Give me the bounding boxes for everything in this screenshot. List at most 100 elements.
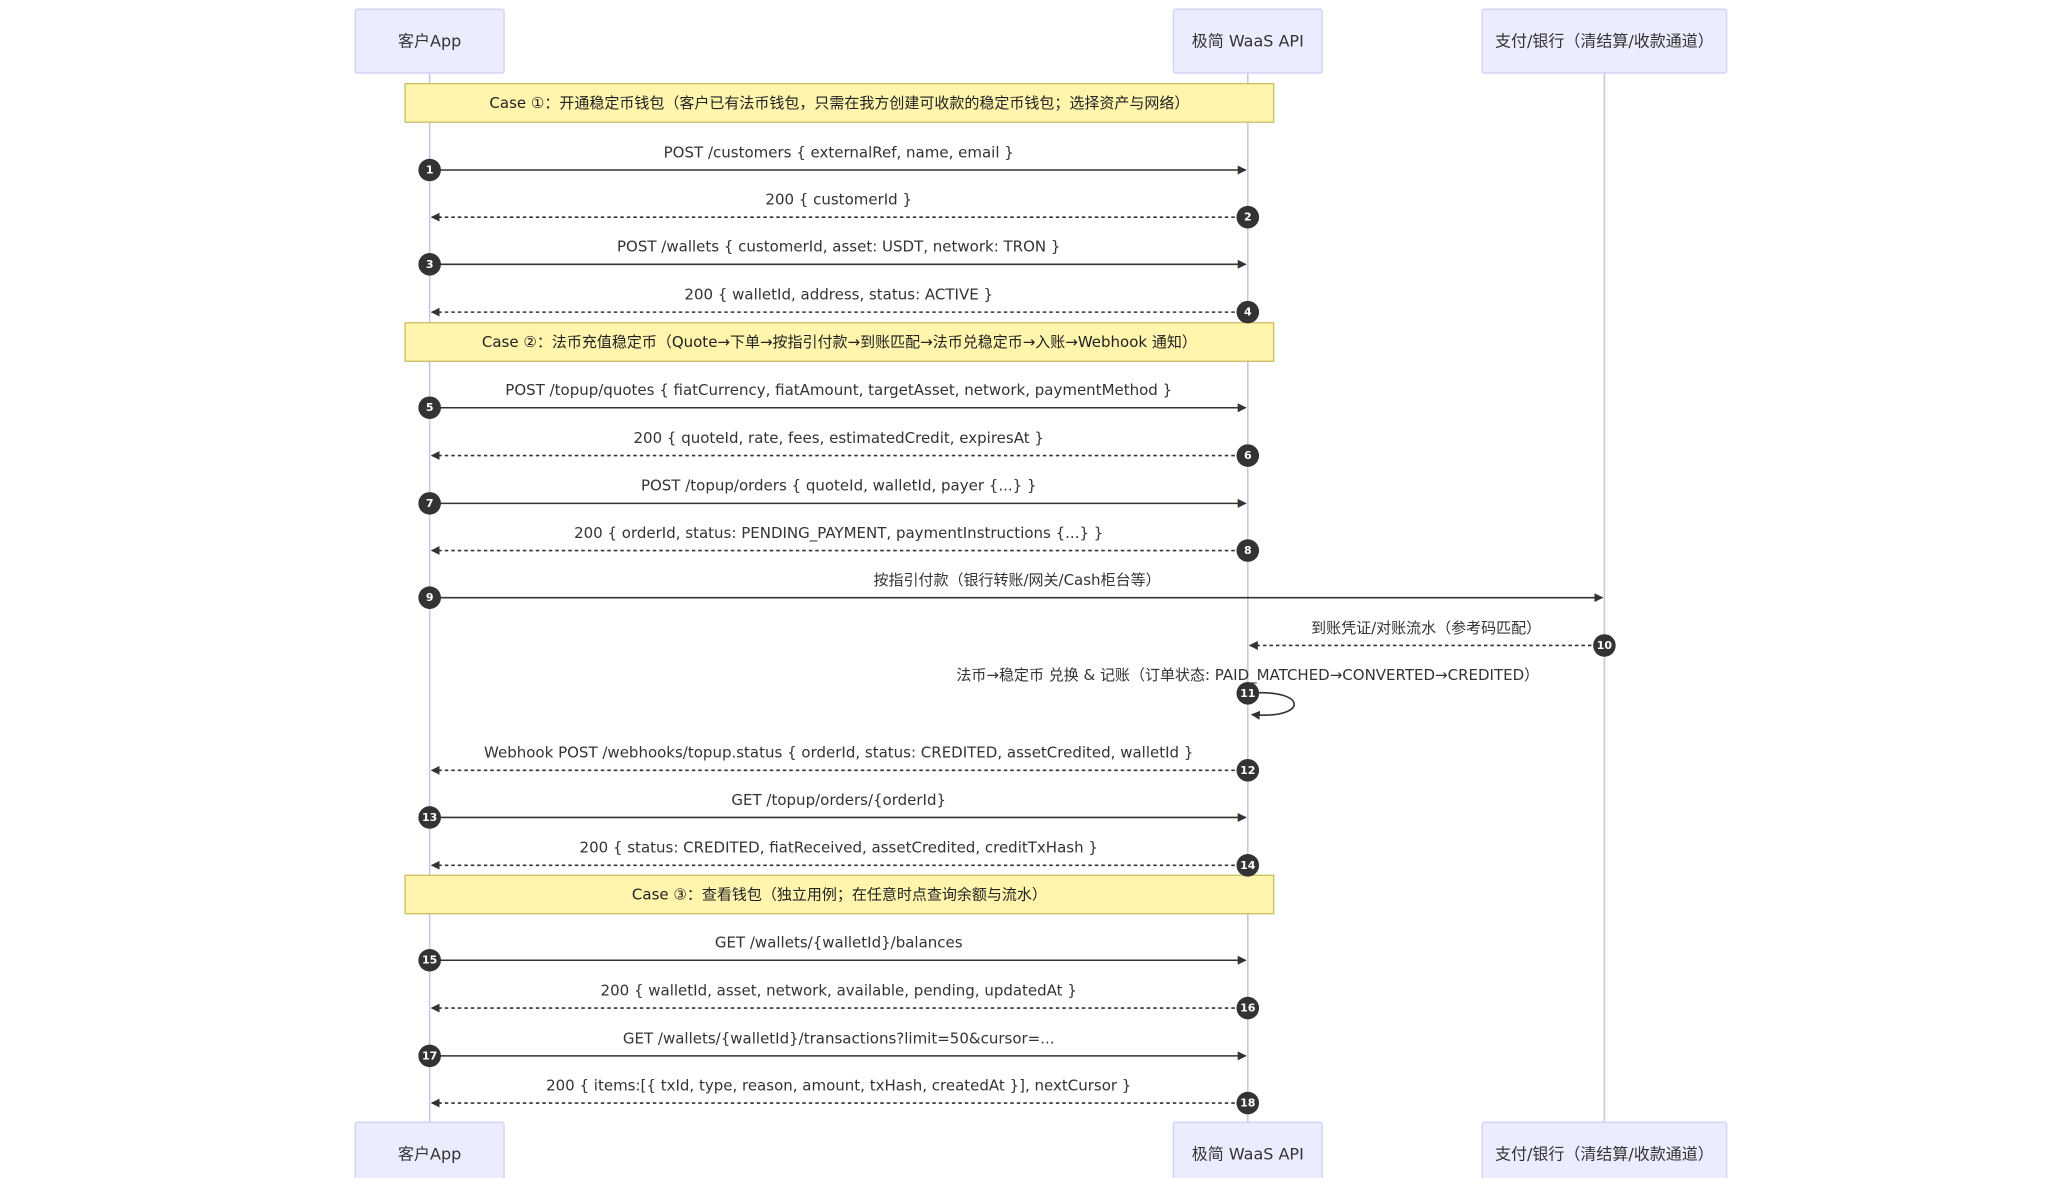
message-6: 200 { quoteId, rate, fees, estimatedCred… <box>430 429 1260 467</box>
message-3: POST /wallets { customerId, asset: USDT,… <box>418 238 1247 276</box>
sequence-number: 8 <box>1244 544 1252 557</box>
note-box <box>404 322 1275 362</box>
sequence-number: 12 <box>1240 764 1255 777</box>
sequence-number: 10 <box>1597 639 1613 652</box>
message-9: 按指引付款（银行转账/网关/Cash柜台等） 9 <box>418 571 1604 609</box>
actor-app-bottom: 客户App <box>354 1121 505 1178</box>
sequence-number-badge <box>1236 996 1260 1020</box>
sequence-number-badge <box>1236 300 1260 324</box>
sequence-number: 6 <box>1244 449 1252 462</box>
sequence-number: 3 <box>426 258 434 271</box>
actor-label: 客户App <box>398 32 461 51</box>
message-label: 200 { customerId } <box>765 191 912 209</box>
sequence-number: 11 <box>1240 687 1255 700</box>
message-label: GET /wallets/{walletId}/transactions?lim… <box>623 1029 1055 1047</box>
message-5: POST /topup/quotes { fiatCurrency, fiatA… <box>418 381 1247 420</box>
sequence-number-badge <box>1236 539 1260 562</box>
message-12: Webhook POST /webhooks/topup.status { or… <box>430 744 1260 782</box>
sequence-number-badge <box>418 806 441 829</box>
message-label: 法币→稳定币 兑换 & 记账（订单状态: PAID_MATCHED→CONVER… <box>956 666 1539 685</box>
sequence-number-badge <box>418 253 441 276</box>
note-case2: Case ②：法币充值稳定币（Quote→下单→按指引付款→到账匹配→法币兑稳定… <box>404 322 1275 362</box>
note-label: Case ②：法币充值稳定币（Quote→下单→按指引付款→到账匹配→法币兑稳定… <box>482 333 1197 351</box>
note-label: Case ③：查看钱包（独立用例；在任意时点查询余额与流水） <box>632 886 1047 904</box>
message-14: 200 { status: CREDITED, fiatReceived, as… <box>430 839 1260 877</box>
sequence-number-badge <box>418 158 441 182</box>
actor-api-bottom: 极简 WaaS API <box>1172 1121 1323 1178</box>
message-18: 200 { items:[{ txId, type, reason, amoun… <box>430 1076 1260 1115</box>
message-7: POST /topup/orders { quoteId, walletId, … <box>418 477 1247 515</box>
message-13: GET /topup/orders/{orderId} 13 <box>418 791 1247 829</box>
sequence-number: 4 <box>1244 306 1252 319</box>
sequence-number-badge <box>1236 853 1260 877</box>
sequence-number-badge <box>1236 444 1260 467</box>
message-11: 法币→稳定币 兑换 & 记账（订单状态: PAID_MATCHED→CONVER… <box>956 666 1539 720</box>
sequence-number-badge <box>418 948 441 972</box>
sequence-number-badge <box>1236 205 1260 229</box>
actor-bank-top: 支付/银行（清结算/收款通道） <box>1481 8 1728 74</box>
actor-box <box>1172 8 1323 74</box>
actor-box <box>354 1121 505 1178</box>
actor-api-top: 极简 WaaS API <box>1172 8 1323 74</box>
sequence-number-badge <box>1236 1091 1260 1115</box>
message-4: 200 { walletId, address, status: ACTIVE … <box>430 285 1260 324</box>
message-label: POST /topup/quotes { fiatCurrency, fiatA… <box>505 381 1172 399</box>
actor-label: 客户App <box>398 1145 461 1164</box>
sequence-number: 5 <box>426 401 434 414</box>
message-label: 按指引付款（银行转账/网关/Cash柜台等） <box>873 571 1160 589</box>
actor-box <box>1481 8 1728 74</box>
message-1: POST /customers { externalRef, name, ema… <box>418 143 1247 182</box>
note-case1: Case ①：开通稳定币钱包（客户已有法币钱包，只需在我方创建可收款的稳定币钱包… <box>404 83 1275 123</box>
message-label: 200 { orderId, status: PENDING_PAYMENT, … <box>574 524 1103 543</box>
sequence-number: 15 <box>422 954 437 967</box>
sequence-number-badge <box>1236 682 1260 705</box>
message-label: 200 { walletId, asset, network, availabl… <box>601 981 1077 999</box>
note-box <box>404 874 1275 915</box>
sequence-number: 18 <box>1240 1097 1255 1110</box>
message-label: 200 { walletId, address, status: ACTIVE … <box>684 285 993 303</box>
message-label: GET /wallets/{walletId}/balances <box>715 934 963 952</box>
actor-box <box>1172 1121 1323 1178</box>
message-label: GET /topup/orders/{orderId} <box>731 791 946 809</box>
message-15: GET /wallets/{walletId}/balances 15 <box>418 934 1247 972</box>
sequence-number: 16 <box>1240 1002 1256 1015</box>
message-17: GET /wallets/{walletId}/transactions?lim… <box>418 1029 1247 1068</box>
sequence-number-badge <box>418 396 441 420</box>
sequence-number: 1 <box>426 164 434 177</box>
note-case3: Case ③：查看钱包（独立用例；在任意时点查询余额与流水） <box>404 874 1275 915</box>
sequence-number-badge <box>418 492 441 515</box>
message-label: 200 { items:[{ txId, type, reason, amoun… <box>546 1076 1131 1094</box>
actor-label: 极简 WaaS API <box>1192 32 1304 51</box>
sequence-number-badge <box>1593 634 1616 657</box>
note-label: Case ①：开通稳定币钱包（客户已有法币钱包，只需在我方创建可收款的稳定币钱包… <box>489 94 1189 112</box>
actor-app-top: 客户App <box>354 8 505 74</box>
sequence-number-badge <box>1236 759 1260 782</box>
sequence-number: 14 <box>1240 859 1256 872</box>
message-label: 到账凭证/对账流水（参考码匹配） <box>1311 619 1541 637</box>
sequence-number: 13 <box>422 811 437 824</box>
message-label: POST /topup/orders { quoteId, walletId, … <box>641 477 1037 495</box>
sequence-number: 7 <box>426 497 434 510</box>
note-box <box>404 83 1275 123</box>
message-8: 200 { orderId, status: PENDING_PAYMENT, … <box>430 524 1260 562</box>
sequence-number: 17 <box>422 1049 437 1062</box>
message-16: 200 { walletId, asset, network, availabl… <box>430 981 1260 1020</box>
message-label: POST /customers { externalRef, name, ema… <box>664 143 1014 161</box>
message-label: Webhook POST /webhooks/topup.status { or… <box>484 744 1193 762</box>
actor-label: 支付/银行（清结算/收款通道） <box>1495 1145 1714 1164</box>
actor-bank-bottom: 支付/银行（清结算/收款通道） <box>1481 1121 1728 1178</box>
actor-box <box>1481 1121 1728 1178</box>
message-label: 200 { status: CREDITED, fiatReceived, as… <box>580 839 1098 857</box>
message-label: POST /wallets { customerId, asset: USDT,… <box>617 238 1060 256</box>
sequence-number: 2 <box>1244 211 1252 224</box>
actor-box <box>354 8 505 74</box>
message-arrow <box>1247 691 1295 720</box>
message-10: 到账凭证/对账流水（参考码匹配） 10 <box>1248 619 1616 657</box>
actor-label: 支付/银行（清结算/收款通道） <box>1495 32 1714 51</box>
message-2: 200 { customerId } 2 <box>430 191 1260 229</box>
actor-label: 极简 WaaS API <box>1192 1145 1304 1164</box>
sequence-number: 9 <box>426 591 434 604</box>
sequence-number-badge <box>418 1044 441 1068</box>
sequence-number-badge <box>418 586 441 609</box>
